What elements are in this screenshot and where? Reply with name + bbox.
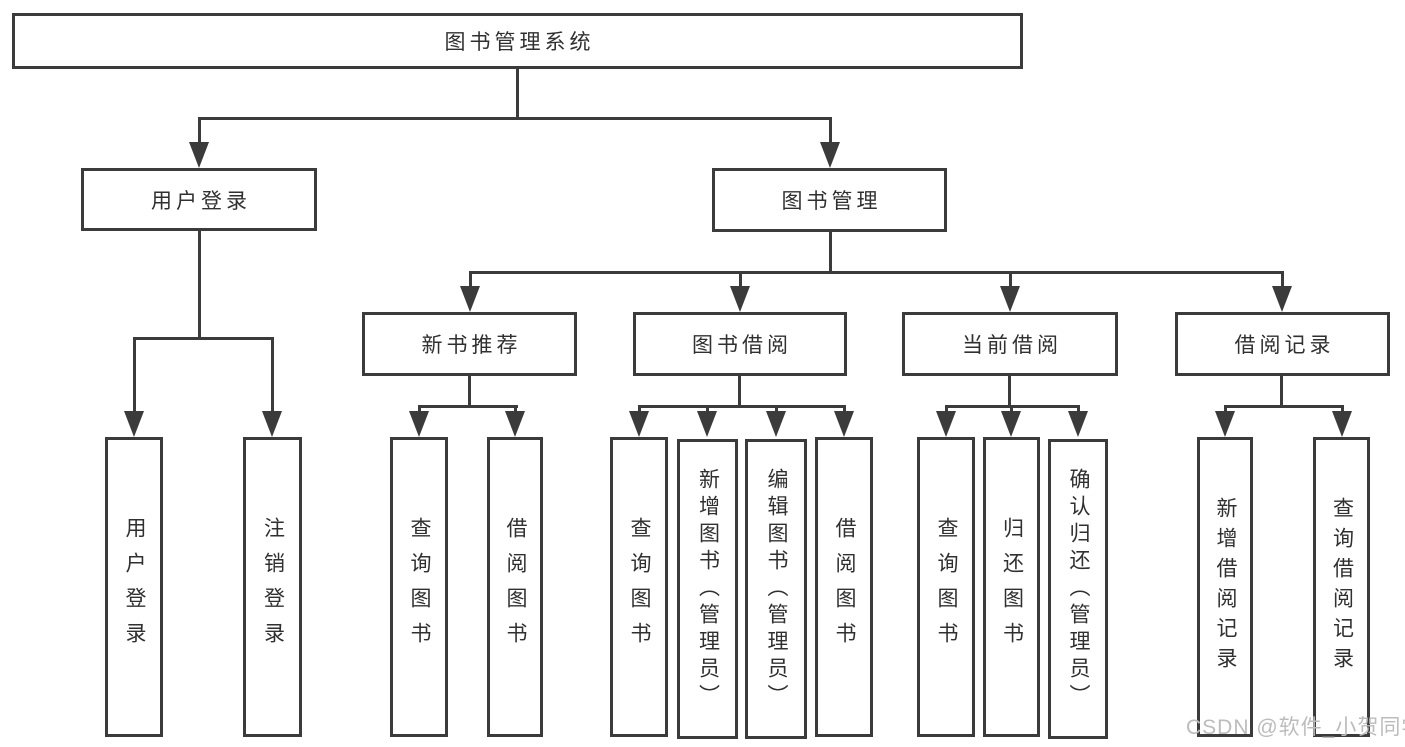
node-label: 当前借阅	[962, 334, 1062, 357]
arrowhead-icon	[936, 411, 956, 437]
node-label: 新增借阅记录	[1214, 497, 1237, 677]
connector-line	[418, 405, 518, 408]
node-label: 图书管理系统	[444, 31, 595, 54]
connector-line	[133, 337, 136, 414]
node-current-borrowing: 当前借阅	[902, 312, 1118, 376]
connector-line	[1281, 271, 1284, 289]
connector-line	[945, 405, 948, 414]
leaf-logout: 注销登录	[243, 437, 302, 737]
node-label: 借阅图书	[833, 517, 856, 657]
arrowhead-icon	[629, 411, 649, 437]
arrowhead-icon	[1332, 411, 1352, 437]
connector-line	[1224, 405, 1344, 408]
node-label: 图书借阅	[692, 334, 792, 357]
node-label: 查询图书	[935, 517, 958, 657]
connector-line	[1008, 376, 1011, 407]
connector-line	[775, 405, 778, 414]
arrowhead-icon	[460, 286, 480, 312]
node-label: 用户登录	[123, 517, 146, 657]
node-user-login: 用户登录	[81, 168, 317, 231]
node-label: 图书管理	[781, 190, 882, 213]
node-borrowing-records: 借阅记录	[1175, 312, 1390, 376]
leaf-query-books-current: 查询图书	[917, 437, 975, 737]
node-label: 新书推荐	[421, 334, 522, 357]
arrowhead-icon	[1001, 411, 1021, 437]
node-label: 用户登录	[151, 189, 251, 213]
node-label: 借阅记录	[1234, 334, 1335, 357]
connector-line	[1077, 405, 1080, 414]
arrowhead-icon	[1068, 411, 1088, 437]
node-label: 借阅图书	[504, 517, 527, 657]
connector-line	[638, 405, 846, 408]
node-label: 查询图书	[408, 517, 431, 657]
arrowhead-icon	[1272, 286, 1292, 312]
connector-line	[738, 376, 741, 407]
connector-line	[516, 68, 519, 117]
node-label: 归还图书	[1000, 517, 1024, 657]
connector-line	[469, 271, 1283, 274]
connector-line	[843, 405, 846, 414]
node-label: 查询借阅记录	[1330, 497, 1354, 677]
arrowhead-icon	[409, 411, 429, 437]
connector-line	[418, 405, 421, 414]
arrowhead-icon	[730, 286, 750, 312]
connector-line	[1224, 405, 1227, 414]
leaf-borrow-books-recommend: 借阅图书	[487, 437, 543, 737]
connector-line	[468, 376, 471, 407]
leaf-borrow-books-borrowing: 借阅图书	[815, 437, 873, 737]
node-label: 确认归还（管理员）	[1067, 467, 1090, 711]
arrowhead-icon	[834, 411, 854, 437]
connector-line	[514, 405, 517, 414]
node-label: 编辑图书（管理员）	[765, 467, 788, 711]
leaf-query-borrow-record: 查询借阅记录	[1313, 437, 1370, 737]
arrowhead-icon	[697, 411, 717, 437]
arrowhead-icon	[1215, 411, 1235, 437]
connector-line	[739, 271, 742, 289]
leaf-query-books-borrowing: 查询图书	[610, 437, 668, 737]
arrowhead-icon	[820, 142, 840, 168]
connector-line	[829, 232, 832, 273]
node-root-system: 图书管理系统	[12, 13, 1023, 69]
connector-line	[271, 337, 274, 414]
node-book-borrowing: 图书借阅	[633, 312, 847, 376]
arrowhead-icon	[124, 411, 144, 437]
leaf-user-login: 用户登录	[105, 437, 163, 737]
connector-line	[706, 405, 709, 414]
node-book-management: 图书管理	[712, 168, 947, 232]
leaf-confirm-return-admin: 确认归还（管理员）	[1048, 439, 1108, 739]
leaf-add-borrow-record: 新增借阅记录	[1197, 437, 1253, 737]
connector-line	[1009, 271, 1012, 289]
arrowhead-icon	[766, 411, 786, 437]
arrowhead-icon	[189, 142, 209, 168]
csdn-watermark: CSDN @软件_小贺同学	[1186, 716, 1405, 739]
arrowhead-icon	[1000, 286, 1020, 312]
leaf-query-books-recommend: 查询图书	[390, 437, 448, 737]
node-label: 查询图书	[628, 517, 651, 657]
connector-line	[198, 231, 201, 337]
leaf-return-books: 归还图书	[983, 437, 1040, 737]
connector-line	[469, 271, 472, 289]
node-new-book-recommend: 新书推荐	[362, 312, 577, 376]
connector-line	[198, 117, 832, 120]
leaf-add-books-admin: 新增图书（管理员）	[677, 439, 738, 739]
connector-line	[1341, 405, 1344, 414]
connector-line	[1010, 405, 1013, 414]
connector-line	[829, 117, 832, 145]
node-label: 新增图书（管理员）	[696, 467, 720, 711]
arrowhead-icon	[262, 411, 282, 437]
connector-line	[1280, 376, 1283, 407]
connector-line	[133, 337, 274, 340]
connector-line	[638, 405, 641, 414]
node-label: 注销登录	[261, 517, 285, 657]
arrowhead-icon	[505, 411, 525, 437]
connector-line	[198, 117, 201, 145]
leaf-edit-books-admin: 编辑图书（管理员）	[745, 439, 807, 739]
